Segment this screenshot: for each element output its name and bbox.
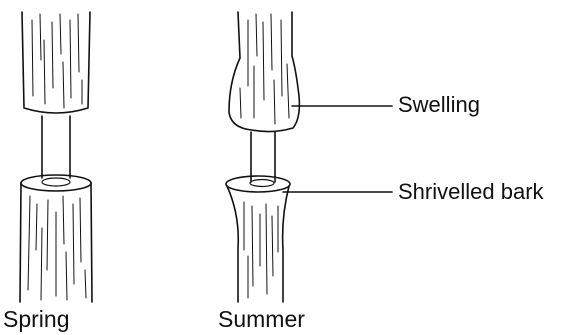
summer-stem bbox=[226, 12, 299, 302]
summer-lower-segment bbox=[227, 186, 289, 302]
spring-stem bbox=[20, 12, 92, 302]
swelling-label: Swelling bbox=[398, 94, 480, 116]
summer-shrivelled-rim bbox=[226, 176, 290, 192]
spring-lower-grain bbox=[28, 196, 86, 300]
summer-lower-grain bbox=[244, 202, 278, 298]
shrivelled-bark-label: Shrivelled bark bbox=[398, 181, 544, 203]
spring-upper-grain bbox=[32, 14, 82, 108]
summer-ringbarked-section bbox=[251, 132, 275, 182]
spring-ringbarked-section bbox=[42, 116, 70, 178]
spring-caption: Spring bbox=[3, 308, 69, 331]
summer-caption: Summer bbox=[218, 308, 305, 331]
summer-upper-grain bbox=[240, 14, 289, 124]
